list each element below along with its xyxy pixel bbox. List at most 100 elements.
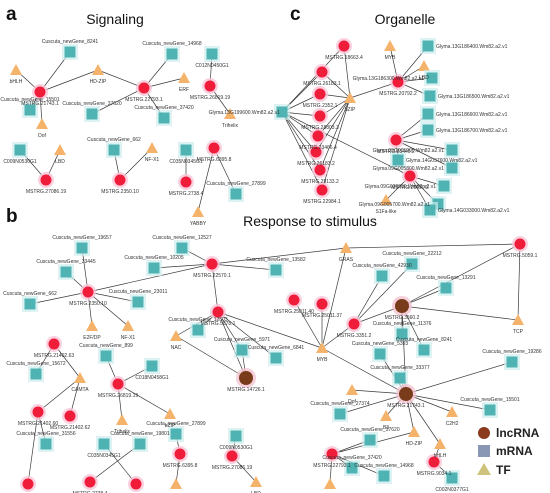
lncrna-node <box>239 371 253 385</box>
node-label: MSTRG.14726.1 <box>227 387 265 393</box>
mrna-node <box>158 112 170 124</box>
mrna-node <box>392 154 404 166</box>
tf-node <box>192 206 204 217</box>
node-label: Dof <box>348 399 356 405</box>
panel-a-title: Signaling <box>86 11 144 27</box>
mrna-node <box>270 264 282 276</box>
edge-b19-b23 <box>217 311 277 359</box>
edge-c0-c7 <box>281 111 321 171</box>
node-label: Cuscuta_newGene_27899 <box>146 421 205 427</box>
lncrna-node <box>514 238 526 250</box>
tf-node <box>380 410 392 421</box>
node-label: C035N0345G1 <box>87 453 121 459</box>
lncrna-node <box>34 86 46 98</box>
node-label: MSTRG.5878.1 <box>201 321 236 327</box>
node-label: MSTRG.22793.1 <box>125 97 163 103</box>
node-label: Cuscuta_newGene_37620 <box>62 101 121 107</box>
node-label: Cuscuta_newGene_13582 <box>246 257 305 263</box>
node-label: Cuscuta_newGene_14968 <box>354 463 413 469</box>
mrna-node <box>230 430 242 442</box>
mrna-node <box>424 90 436 102</box>
node-label: Cuscuta_newGene_23011 <box>109 289 168 295</box>
node-label: TCP <box>513 329 524 335</box>
mrna-node <box>76 242 88 254</box>
node-label: MSTRG.3560.2 <box>385 315 420 321</box>
node-label: bHLH <box>434 453 447 459</box>
node-label: MSTRG.23466.4 <box>299 145 337 151</box>
node-label: Cuscuta_newGene_19286 <box>482 349 541 355</box>
tf-node <box>164 408 176 419</box>
node-label: HD-ZIP <box>406 441 423 447</box>
edge-b38-b46 <box>339 393 407 415</box>
mrna-node <box>180 144 192 156</box>
node-label: MSTRG.2350.10 <box>69 301 107 307</box>
tf-node <box>346 384 358 395</box>
node-label: Glyma.14G033000.Wm82.a2.v1 <box>438 208 510 214</box>
mrna-node <box>146 360 158 372</box>
node-label: MSTRG.6395.8 <box>197 157 232 163</box>
mrna-node <box>98 438 110 450</box>
node-label: Cuscuta_newGene_13291 <box>416 275 475 281</box>
mrna-node <box>108 144 120 156</box>
mrna-node <box>446 162 458 174</box>
node-label: MSTRG.29133.2 <box>301 179 339 185</box>
node-label: Glyma.13G186500.Wm82.a2.v1 <box>438 94 510 100</box>
mrna-node <box>484 404 496 416</box>
node-label: NF-X1 <box>145 157 160 163</box>
node-label: MSTRG.22570.1 <box>193 273 231 279</box>
node-label: MSTRG.2738.4 <box>169 191 204 197</box>
nodes-layer <box>10 38 528 492</box>
node-label: Cuscuta_newGene_12527 <box>152 235 211 241</box>
edge-b6-b10 <box>87 291 129 327</box>
mrna-node <box>30 368 42 380</box>
node-label: LBD <box>419 75 429 81</box>
lncrna-node <box>212 306 224 318</box>
mrna-node <box>424 204 436 216</box>
legend-tf-swatch <box>477 463 491 475</box>
node-label: Trihelix <box>114 429 130 435</box>
mrna-node <box>422 124 434 136</box>
edge-c18-c20 <box>395 139 453 151</box>
lncrna-node <box>316 66 328 78</box>
node-label: Cuscuta_newGene_15501 <box>0 97 59 103</box>
mrna-node <box>378 470 390 482</box>
node-label: C2H2 <box>446 421 459 427</box>
node-label: S1Fa-like <box>375 209 396 215</box>
mrna-node <box>206 48 218 60</box>
tf-node <box>122 320 134 331</box>
edge-a8-a9 <box>91 87 145 115</box>
lncrna-node <box>395 299 409 313</box>
edge-b24-b12 <box>293 299 323 349</box>
node-label: Cuscuta_newGene_37620 <box>340 427 399 433</box>
node-label: C002N0377G1 <box>435 487 469 493</box>
edge-b38-b39 <box>405 361 513 395</box>
edge-b41-b42 <box>37 377 81 413</box>
node-label: ERF <box>179 87 189 93</box>
node-label: MSTRG.27086.19 <box>212 465 253 471</box>
edge-b38-b49 <box>405 393 491 411</box>
legend-lncrna-label: lncRNA <box>496 426 540 440</box>
lncrna-node <box>392 76 404 88</box>
mrna-node <box>100 350 112 362</box>
lncrna-node <box>310 146 322 158</box>
edge-b66-b53 <box>89 443 141 483</box>
node-label: LBD <box>251 491 261 493</box>
node-label: Glyma.13G186300.Wm82.a2.v1 <box>353 76 425 82</box>
tf-node <box>54 144 66 155</box>
edge-b38-b58 <box>405 393 441 445</box>
edge-b6-b7 <box>29 291 89 305</box>
labels-layer: Cuscuta_newGene_8241bHLHMSTRG.21743.1Cus… <box>0 39 541 493</box>
lncrna-node <box>288 294 300 306</box>
lncrna-node <box>338 40 350 52</box>
lncrna-node <box>314 164 326 176</box>
tf-node <box>36 118 48 129</box>
node-label: Glyma.13G186400.Wm82.a2.v1 <box>436 44 508 50</box>
node-label: Cuscuta_newGene_15501 <box>460 397 519 403</box>
node-label: Glyma.14G037600.Wm82.a2.v1 <box>406 158 478 164</box>
edge-c9-c10 <box>349 81 399 99</box>
edge-b24-b38 <box>321 347 407 395</box>
lncrna-node <box>399 387 413 401</box>
mrna-node <box>396 328 408 340</box>
mrna-node <box>334 408 346 420</box>
